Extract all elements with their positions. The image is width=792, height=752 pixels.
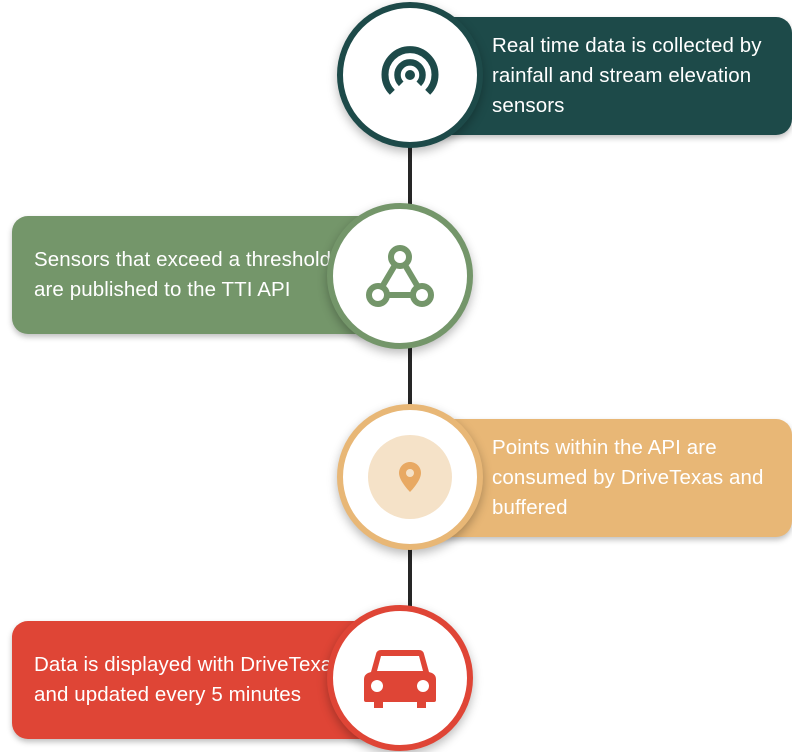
sensor-broadcast-icon [374,39,446,111]
step-2-text: Sensors that exceed a threshold are publ… [34,248,332,301]
pin-backdrop [368,435,452,519]
step-3-text: Points within the API are consumed by Dr… [492,436,764,519]
car-icon [362,646,438,710]
step-3-circle [337,404,483,550]
map-pin-icon [397,460,423,494]
step-1-text: Real time data is collected by rainfall … [492,34,762,117]
webhook-icon [358,238,442,314]
step-4-text: Data is displayed with DriveTexas and up… [34,653,343,706]
step-4-circle [327,605,473,751]
step-2-circle [327,203,473,349]
step-1-circle [337,2,483,148]
step-3-card: Points within the API are consumed by Dr… [410,419,792,537]
